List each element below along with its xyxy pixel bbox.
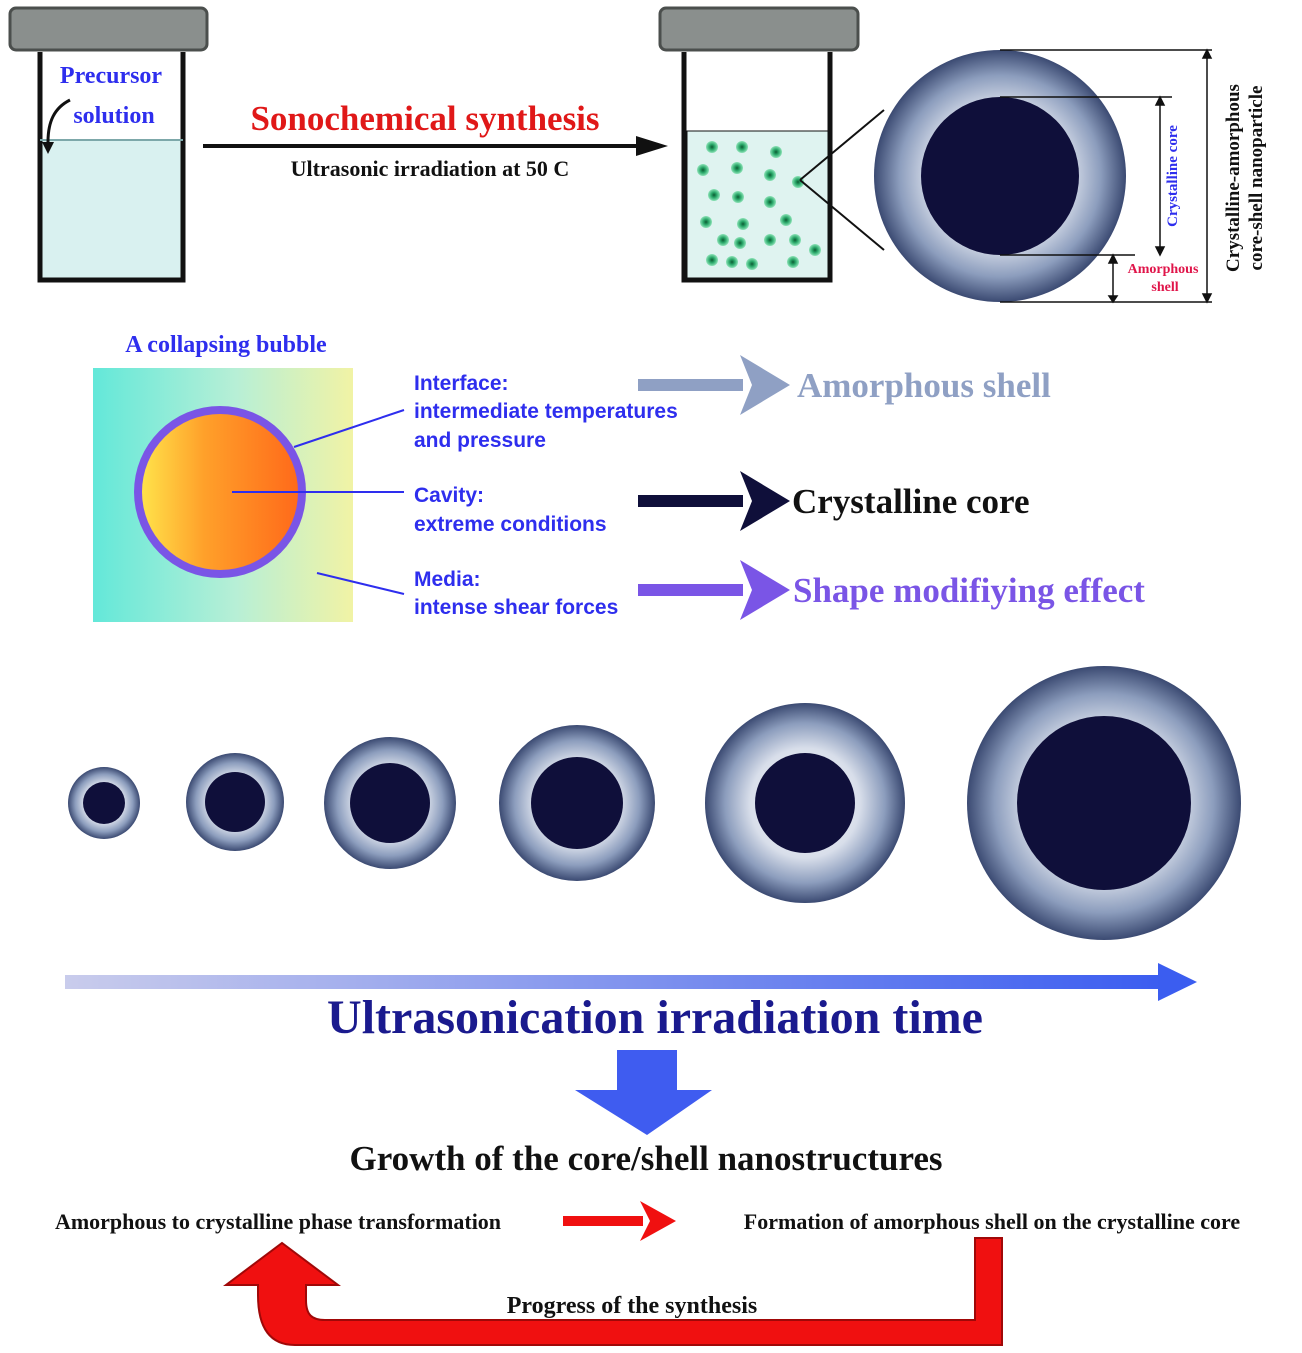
suspended-nanoparticles [697, 141, 821, 270]
precursor-label-line1: Precursor [60, 63, 163, 89]
nanoparticle-stage-1 [68, 767, 140, 839]
core-shell-nanoparticle-large [874, 50, 1126, 302]
bubble-cavity [142, 414, 298, 570]
media-pointer [316, 572, 405, 595]
result-amorphous-shell: Amorphous shell [797, 366, 1051, 405]
media-result-arrow [638, 560, 790, 620]
time-label: Ultrasonication irradiation time [327, 991, 983, 1044]
crystalline-core [921, 97, 1079, 255]
dimension-lines [1000, 48, 1213, 304]
result-shape-effect: Shape modifiying effect [793, 571, 1145, 610]
nanoparticle-vial [658, 6, 860, 283]
nanoparticle-label-line1: Crystalline-amorphous [1223, 84, 1244, 272]
cavity-result-arrow [638, 471, 790, 531]
media-title: Media: [414, 568, 481, 591]
zoom-line-lower [799, 179, 885, 251]
particle-dot [787, 256, 799, 268]
progress-label: Progress of the synthesis [507, 1293, 757, 1319]
particle-dot [732, 191, 744, 203]
media-line1: intense shear forces [414, 596, 618, 619]
amorphous-shell-label-line1: Amorphous [1128, 262, 1199, 277]
nanoparticle-stage-3 [324, 737, 456, 869]
progress-cycle-arrow [223, 1237, 1003, 1346]
crystalline-core [531, 757, 623, 849]
nanoparticle-label-line2: core-shell nanoparticle [1246, 86, 1267, 271]
particle-dot [764, 234, 776, 246]
growth-title: Growth of the core/shell nanostructures [349, 1139, 942, 1178]
crystalline-core [1017, 716, 1191, 890]
crystalline-core-label: Crystalline core [1165, 125, 1181, 227]
zoom-line-upper [799, 109, 885, 181]
crystalline-core [755, 753, 855, 853]
particle-dot [717, 234, 729, 246]
particle-dot [789, 234, 801, 246]
growth-sequence [68, 666, 1241, 940]
phase-transformation: Amorphous to crystalline phase transform… [55, 1209, 501, 1234]
collapsing-bubble [93, 368, 353, 622]
bubble-title: A collapsing bubble [125, 332, 327, 358]
interface-result-arrow [638, 355, 790, 415]
nanoparticle-stage-2 [186, 753, 284, 851]
particle-dot [697, 164, 709, 176]
particle-dot [770, 146, 782, 158]
particle-dot [726, 256, 738, 268]
transformation-arrow [563, 1201, 676, 1241]
cavity-line1: extreme conditions [414, 513, 607, 536]
interface-title: Interface: [414, 372, 509, 395]
vial-liquid [40, 140, 183, 278]
particle-dot [746, 258, 758, 270]
particle-dot [700, 216, 712, 228]
particle-dot [736, 141, 748, 153]
irradiation-condition: Ultrasonic irradiation at 50 C [291, 156, 570, 181]
interface-line2: and pressure [414, 429, 546, 452]
synthesis-title: Sonochemical synthesis [250, 99, 599, 138]
particle-dot [737, 218, 749, 230]
particle-dot [764, 169, 776, 181]
down-arrow [575, 1050, 712, 1135]
crystalline-core [205, 772, 265, 832]
crystalline-core [83, 782, 125, 824]
particle-dot [734, 237, 746, 249]
cavity-title: Cavity: [414, 484, 484, 507]
precursor-vial [8, 6, 209, 283]
precursor-label-line2: solution [73, 103, 154, 129]
precursor-pointer-arrow [46, 98, 71, 143]
time-arrow [65, 963, 1197, 1001]
vial-body [37, 52, 186, 283]
nanoparticle-stage-5 [705, 703, 905, 903]
nanoparticle-stage-4 [499, 725, 655, 881]
particle-dot [780, 214, 792, 226]
interface-line1: intermediate temperatures [414, 400, 678, 423]
vial-cap [658, 6, 860, 52]
crystalline-core [350, 763, 430, 843]
particle-dot [809, 244, 821, 256]
particle-dot [706, 141, 718, 153]
particle-dot [706, 254, 718, 266]
synthesis-arrow [203, 136, 668, 156]
particle-dot [731, 162, 743, 174]
vial-body [681, 52, 833, 283]
particle-dot [764, 196, 776, 208]
interface-pointer [293, 409, 405, 448]
vial-cap [8, 6, 209, 52]
result-crystalline-core: Crystalline core [792, 482, 1029, 521]
nanoparticle-stage-6 [967, 666, 1241, 940]
shell-formation: Formation of amorphous shell on the crys… [744, 1209, 1241, 1234]
particle-dot [708, 189, 720, 201]
amorphous-shell-label-line2: shell [1151, 280, 1178, 295]
